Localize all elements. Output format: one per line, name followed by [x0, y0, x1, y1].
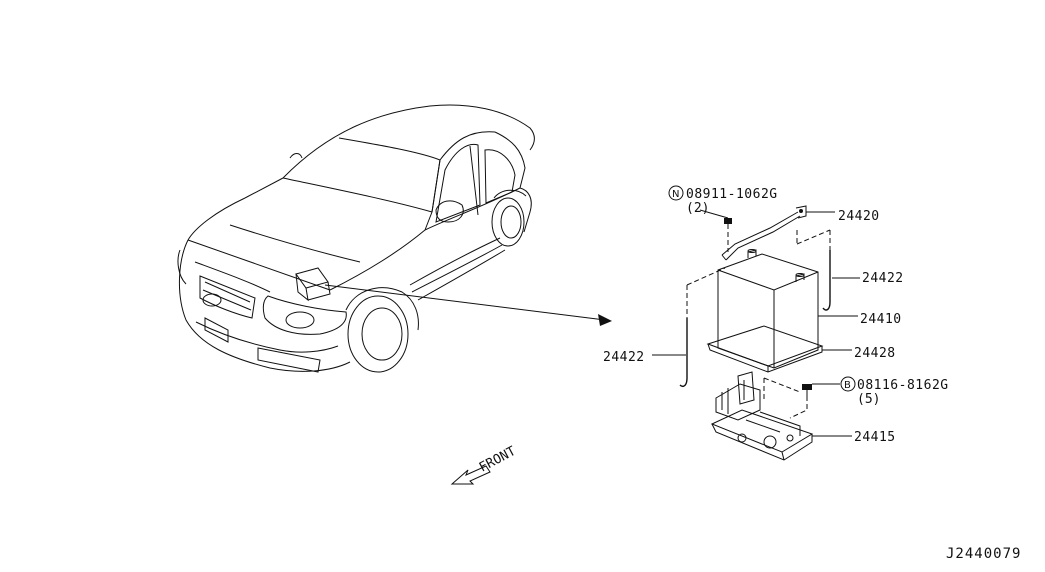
part-label-24420: 24420: [838, 209, 880, 224]
battery-assembly: [679, 205, 831, 461]
bolt-symbol-icon: [840, 376, 856, 392]
fastener-bolt-callout: B 08116-8162G (5): [840, 376, 949, 407]
fastener-number-b: 08116-8162G: [857, 378, 949, 393]
fastener-qty-n: (2): [686, 201, 709, 216]
leader-arrow: [324, 284, 612, 326]
fastener-qty-b: (5): [857, 392, 880, 407]
part-label-24410: 24410: [860, 312, 902, 327]
part-label-24422-right: 24422: [862, 271, 904, 286]
part-label-24428: 24428: [854, 346, 896, 361]
drawing-code: J2440079: [946, 546, 1021, 562]
part-label-24422-left: 24422: [603, 350, 645, 365]
front-label: FRONT: [477, 444, 519, 476]
part-label-24415: 24415: [854, 430, 896, 445]
fastener-nut-callout: N 08911-1062G (2): [668, 185, 778, 219]
car-illustration: [177, 104, 535, 373]
front-indicator: FRONT: [450, 444, 519, 485]
leader-lines: [652, 211, 860, 437]
fastener-symbol-b: B: [844, 380, 851, 391]
fastener-number-n: 08911-1062G: [686, 187, 778, 202]
fastener-symbol-n: N: [672, 189, 679, 200]
nut-symbol-icon: [668, 185, 684, 201]
